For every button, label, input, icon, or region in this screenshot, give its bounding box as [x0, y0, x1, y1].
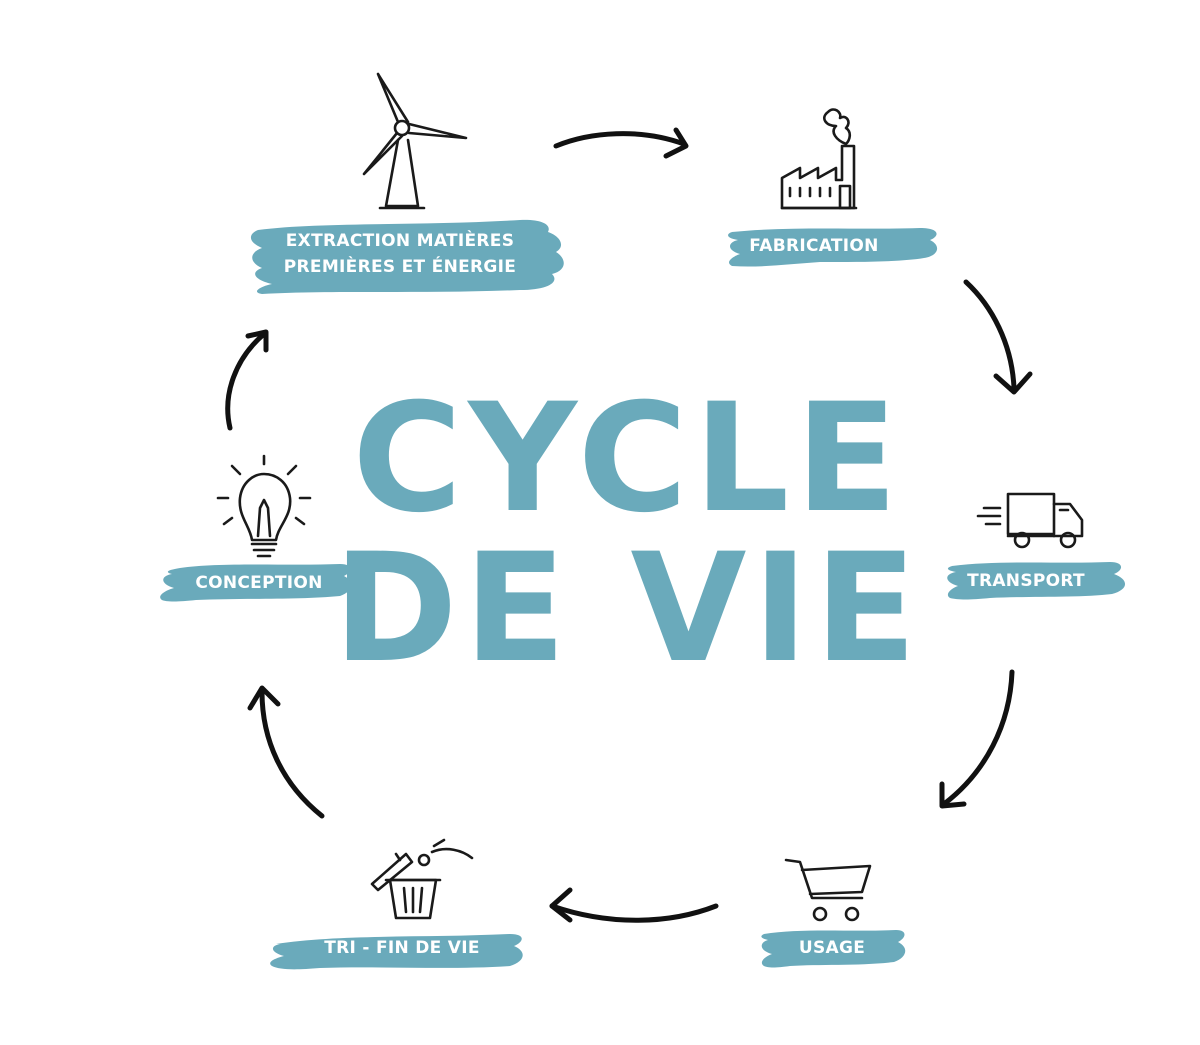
stage-label-line-1: EXTRACTION MATIÈRES — [286, 229, 515, 251]
stage-label: USAGE — [799, 938, 865, 958]
arrow-to-usage — [939, 669, 1015, 809]
stage-tri: TRI - FIN DE VIE — [270, 838, 523, 970]
stage-label: FABRICATION — [749, 236, 878, 256]
stage-extraction: EXTRACTION MATIÈRES PREMIÈRES ET ÉNERGIE — [250, 72, 564, 294]
title-line-2: DE VIE — [333, 522, 923, 696]
arrow-to-conception — [247, 685, 325, 819]
label-brush — [160, 564, 352, 602]
factory-icon — [780, 108, 858, 210]
delivery-truck-icon — [976, 492, 1084, 549]
stage-transport: TRANSPORT — [947, 492, 1126, 600]
stage-fabrication: FABRICATION — [728, 108, 938, 267]
arrow-to-fabrication — [553, 127, 689, 159]
stage-label: TRI - FIN DE VIE — [324, 938, 480, 958]
stage-label-line-2: PREMIÈRES ET ÉNERGIE — [284, 255, 516, 277]
stage-label: TRANSPORT — [967, 571, 1085, 591]
cycle-arrows — [225, 127, 1033, 923]
center-title: CYCLE DE VIE — [333, 372, 923, 696]
title-line-1: CYCLE — [352, 372, 903, 546]
label-brush — [270, 934, 523, 970]
trash-bin-icon — [370, 838, 474, 920]
stage-label: CONCEPTION — [195, 573, 322, 593]
wind-turbine-icon — [362, 72, 468, 210]
arrow-to-extraction — [225, 329, 269, 431]
label-brush — [728, 228, 938, 267]
arrow-to-transport — [963, 279, 1033, 395]
shopping-cart-icon — [784, 858, 872, 922]
label-brush — [250, 219, 564, 294]
label-brush — [947, 562, 1126, 600]
stage-conception: CONCEPTION — [160, 454, 352, 602]
label-brush — [761, 930, 906, 968]
light-bulb-icon — [216, 454, 312, 558]
arrow-to-tri — [549, 887, 719, 923]
stage-usage: USAGE — [761, 858, 906, 968]
